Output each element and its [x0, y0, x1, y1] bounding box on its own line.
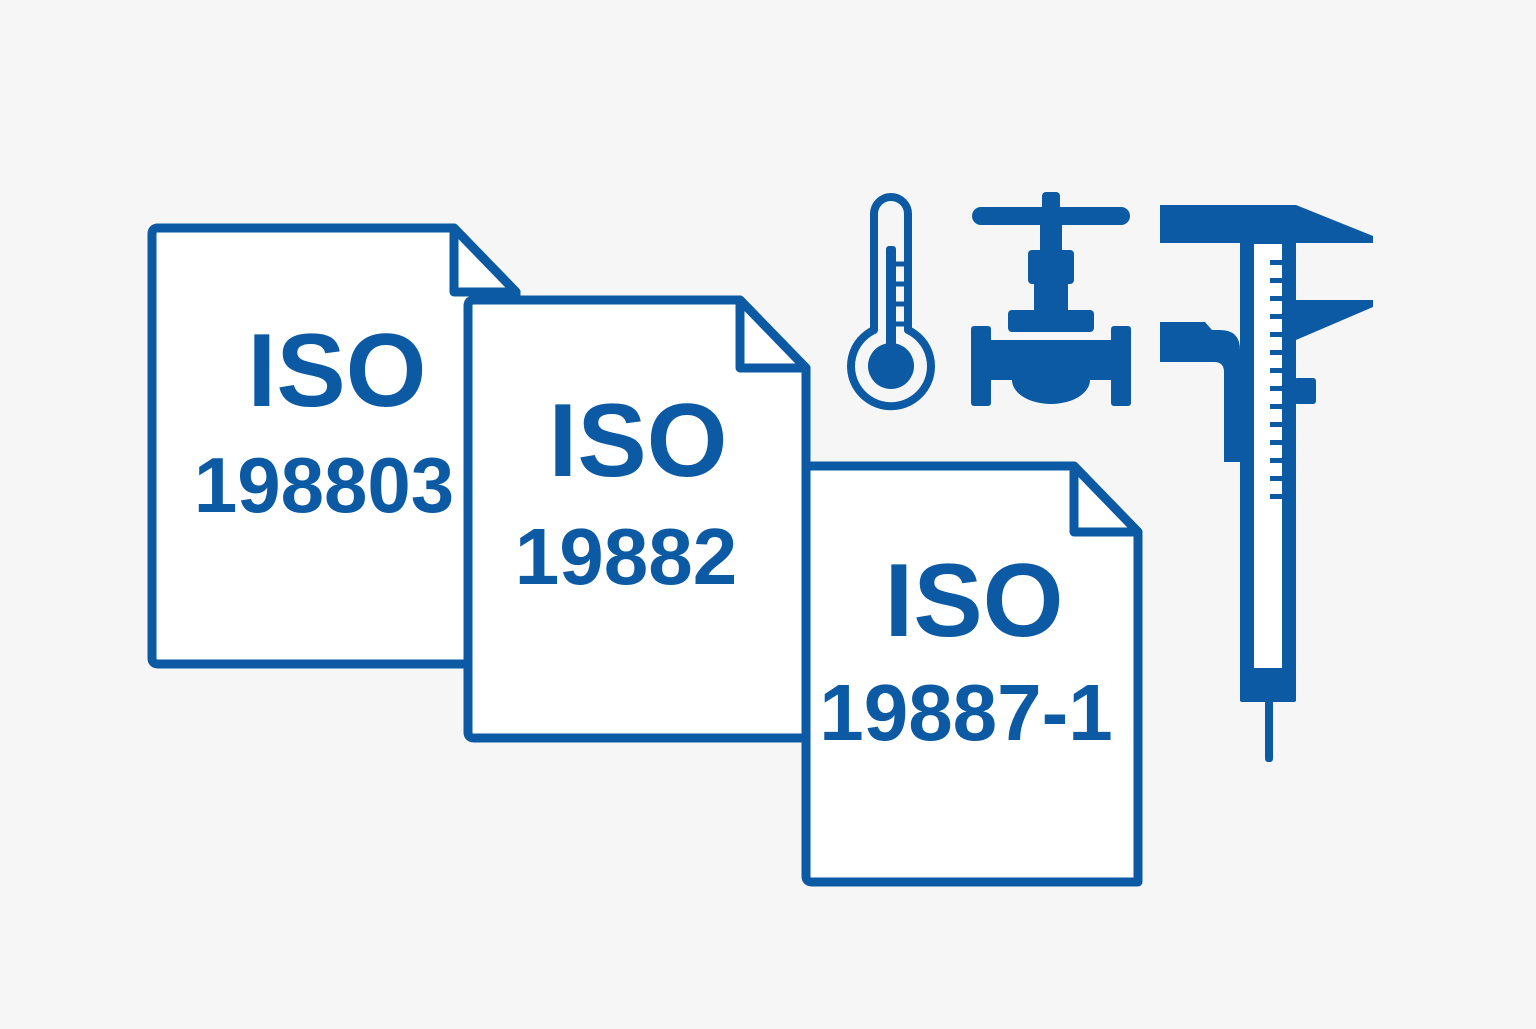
valve-stem [1040, 222, 1062, 252]
thermometer-outline [847, 193, 935, 411]
iso-document-3: ISO 19887-1 [801, 461, 1143, 887]
valve-stem-cap [1042, 192, 1060, 212]
document-2-title: ISO [548, 383, 727, 499]
document-2-folded-corner [735, 295, 811, 373]
caliper-scale-ticks [1270, 260, 1284, 499]
valve-body [990, 340, 1112, 404]
document-1-number: 198803 [194, 441, 454, 529]
caliper-upper-jaw [1160, 205, 1373, 243]
caliper-lower-jaw [1160, 322, 1240, 462]
document-1-folded-corner [449, 223, 521, 297]
document-3-title: ISO [884, 543, 1063, 659]
document-3-number: 19887-1 [819, 668, 1113, 757]
iso-document-2: ISO 19882 [463, 295, 811, 743]
caliper-beam-window [1254, 244, 1282, 668]
document-2-number: 19882 [515, 512, 737, 601]
caliper-depth-rod [1265, 700, 1273, 762]
iso-document-1: ISO 198803 [147, 223, 521, 669]
valve-collar [1008, 310, 1094, 332]
document-2-page [463, 295, 811, 743]
caliper-thumb-grip [1294, 378, 1316, 404]
valve-left-flange [971, 326, 991, 406]
thermometer-icon [847, 193, 935, 411]
document-3-folded-corner [1069, 461, 1143, 537]
document-1-title: ISO [247, 313, 426, 429]
thermometer-scale [891, 261, 904, 327]
valve-icon [971, 192, 1131, 406]
document-1-page [147, 223, 521, 669]
valve-neck [1034, 282, 1068, 312]
thermometer-bulb [868, 343, 914, 389]
document-3-page [801, 461, 1143, 887]
valve-handwheel [972, 207, 1130, 225]
valve-right-flange [1111, 326, 1131, 406]
valve-bonnet [1028, 250, 1074, 284]
caliper-slider-jaw [1292, 300, 1373, 340]
caliper-icon [1160, 205, 1373, 762]
